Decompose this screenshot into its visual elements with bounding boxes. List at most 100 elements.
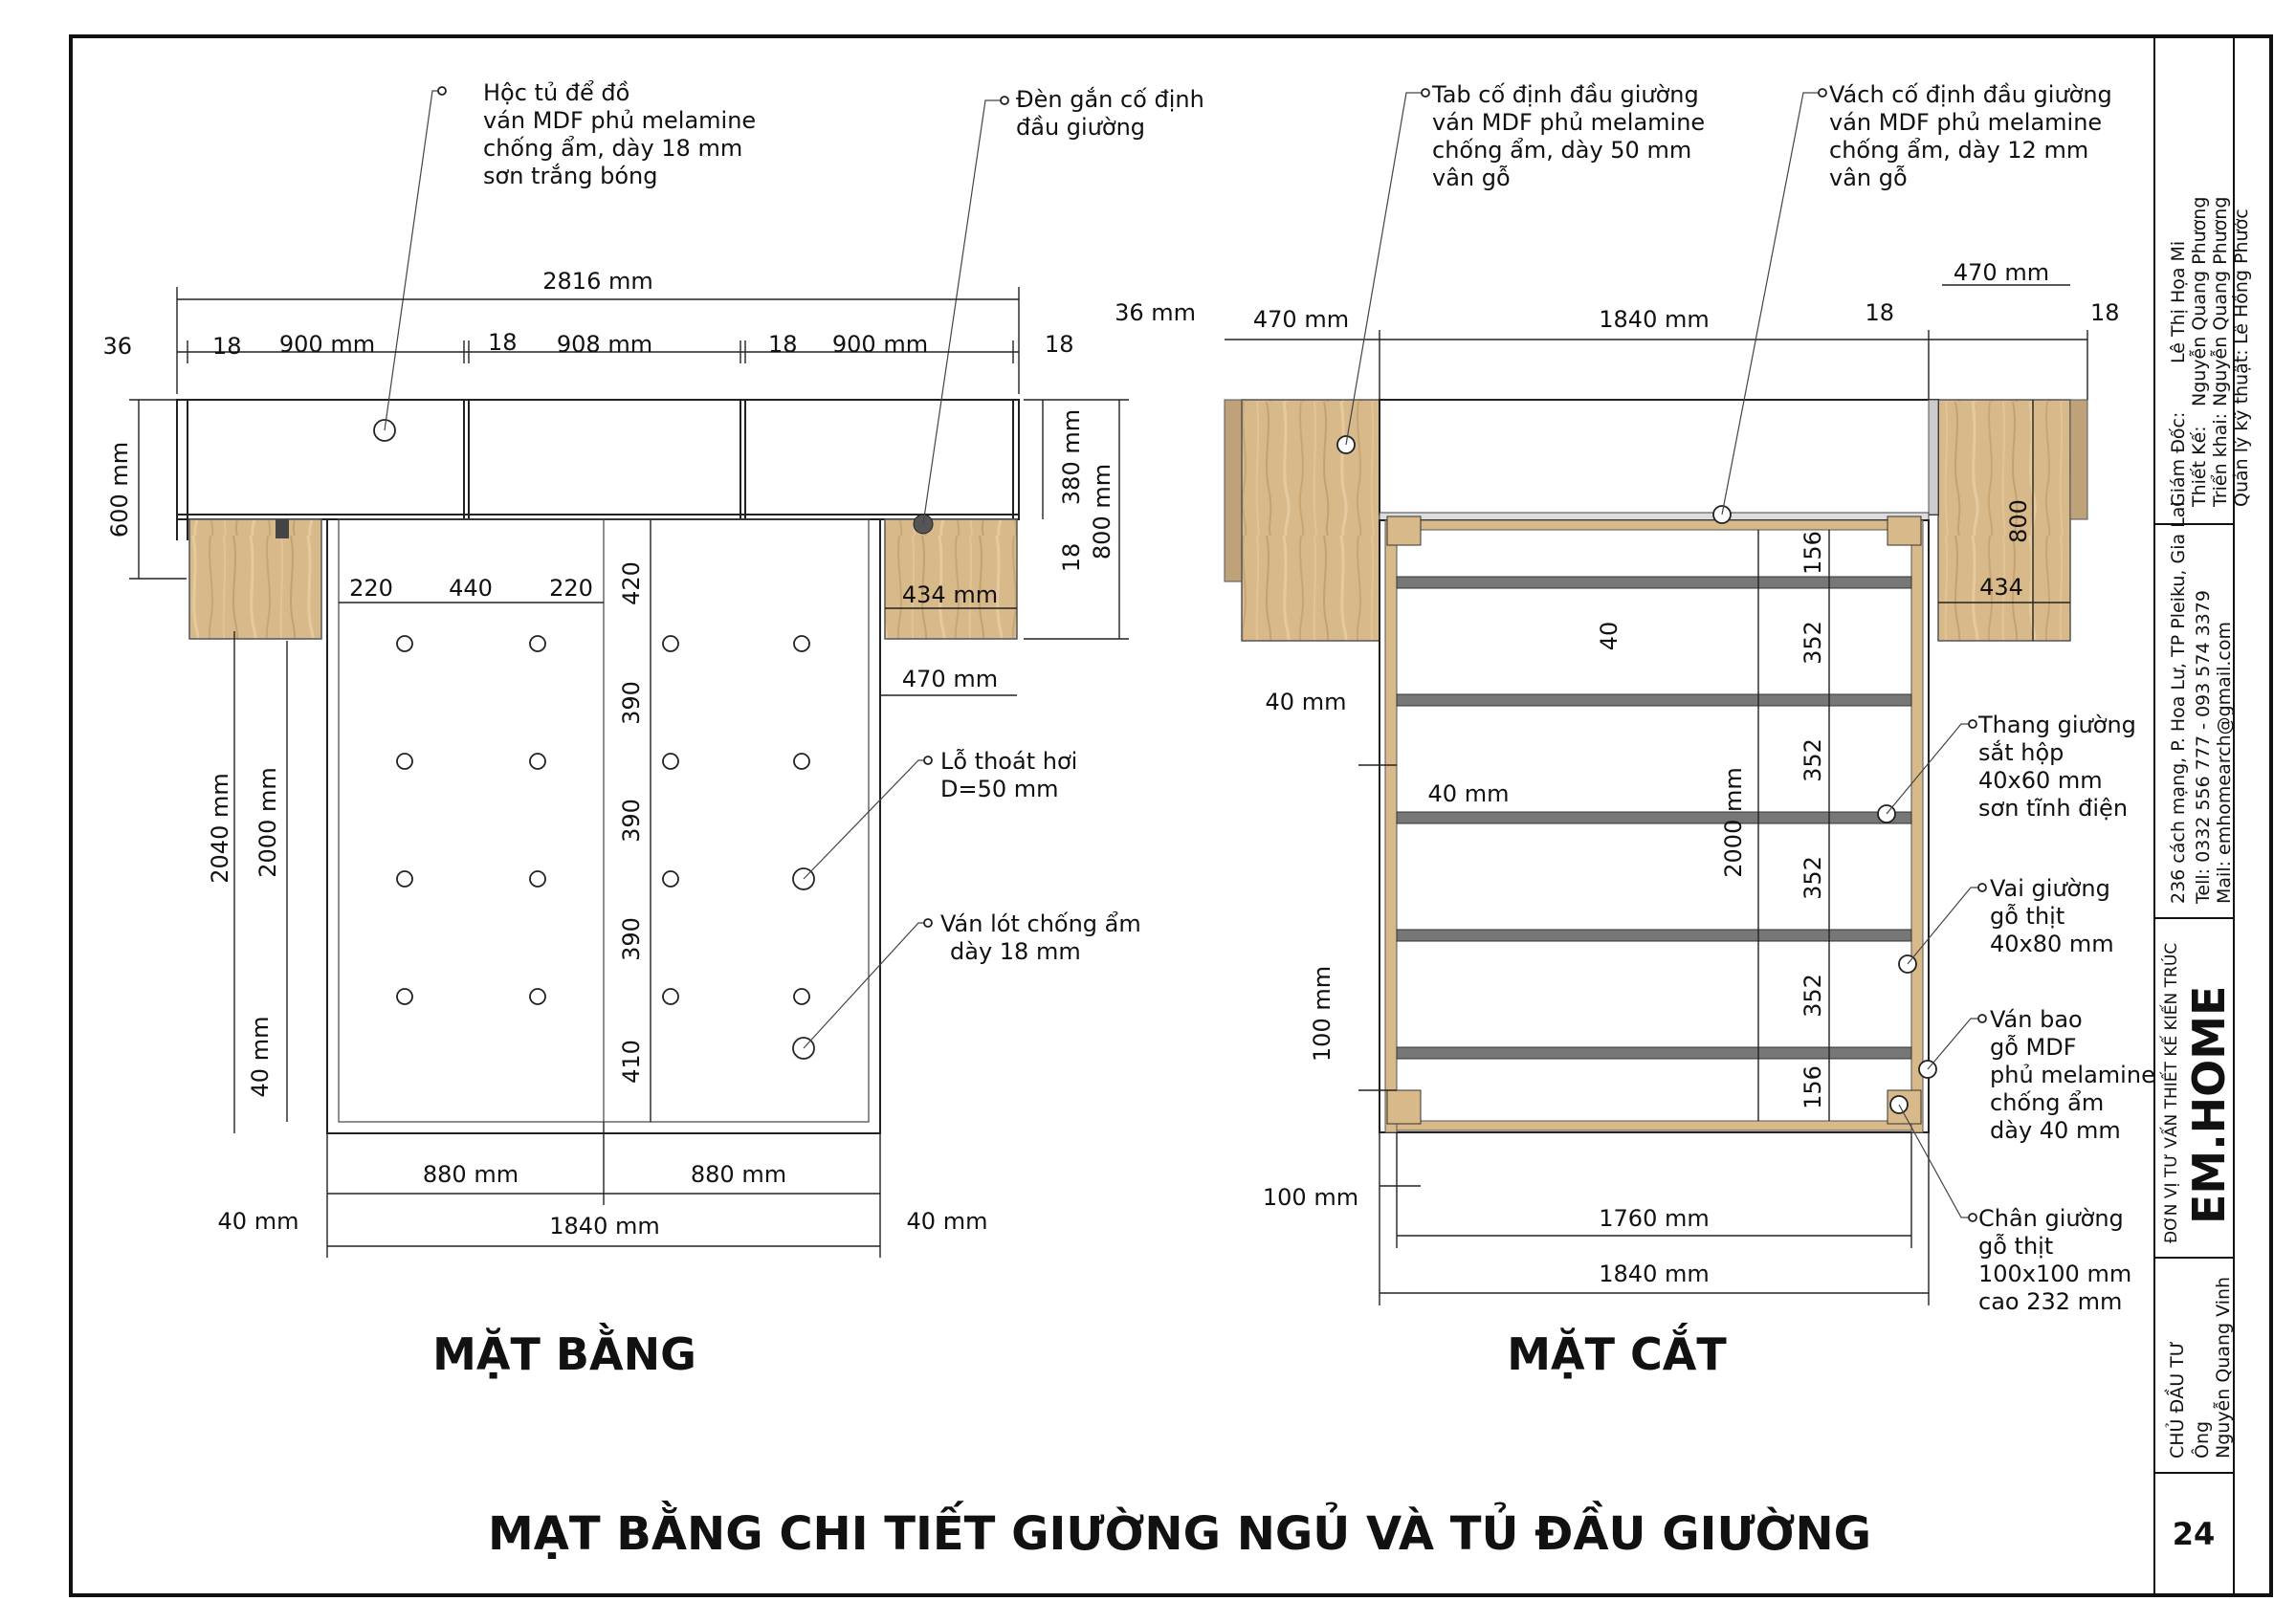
section-dim-1840: 1840 mm [1599, 306, 1709, 333]
plan-dim-470: 470 mm [902, 666, 998, 692]
plan-dim-1840: 1840 mm [549, 1213, 659, 1239]
tb-deploy-label: Triển khai: [2210, 413, 2231, 508]
section-bed-frame [1379, 519, 1930, 1133]
svg-text:vân gỗ: vân gỗ [1432, 164, 1511, 191]
tb-tech-label: Quản lý kỹ thuật: [2231, 349, 2252, 507]
section-dim-1760: 1760 mm [1599, 1205, 1709, 1232]
section-dim-156a: 156 [1799, 531, 1826, 575]
label-vent: Lỗ thoát hơi D=50 mm [940, 747, 1077, 802]
label-frame: Ván bao gỗ MDF phủ melamine chống ẩm dày… [1990, 1006, 2155, 1144]
svg-text:Vai giường: Vai giường [1990, 875, 2110, 902]
svg-text:Vách cố định đầu giường: Vách cố định đầu giường [1829, 81, 2112, 108]
label-cabinet: Hộc tủ để đồ ván MDF phủ melamine chống … [483, 79, 756, 189]
svg-text:D=50 mm: D=50 mm [940, 776, 1059, 802]
section-dim-1840b: 1840 mm [1599, 1261, 1709, 1287]
svg-text:vân gỗ: vân gỗ [1829, 164, 1908, 191]
section-headboard [1379, 399, 1939, 515]
tb-unit: ĐƠN VỊ TƯ VẤN THIẾT KẾ KIẾN TRÚC [2158, 943, 2181, 1243]
svg-text:đầu giường: đầu giường [1016, 114, 1145, 141]
svg-text:100x100 mm: 100x100 mm [1978, 1261, 2131, 1287]
section-dim-156b: 156 [1799, 1065, 1826, 1109]
svg-text:Tab cố định đầu giường: Tab cố định đầu giường [1431, 81, 1699, 108]
plan-dim-18a: 18 [212, 333, 242, 360]
plan-dim-410: 410 [618, 1040, 645, 1084]
svg-text:phủ melamine: phủ melamine [1990, 1062, 2155, 1088]
section-dim-470b: 470 mm [1954, 259, 2049, 286]
section-dim-40mm-a: 40 mm [1266, 689, 1347, 715]
plan-dim-total: 2816 mm [542, 268, 652, 295]
plan-dim-220a: 220 [349, 575, 393, 602]
plan-dim-40a: 40 mm [218, 1208, 299, 1235]
section-dim-40: 40 [1596, 622, 1623, 651]
plan-dim-800: 800 mm [1089, 464, 1115, 559]
plan-dim-380: 380 mm [1058, 409, 1085, 505]
plan-dim-18d: 18 [1045, 331, 1074, 358]
section-dim-100h: 100 mm [1263, 1184, 1358, 1211]
section-dim-40mm-b: 40 mm [1428, 780, 1510, 807]
section-dim-800: 800 [2005, 499, 2032, 543]
leg-bottom-left [1386, 1089, 1422, 1125]
section-dim-18a: 18 [1865, 299, 1894, 326]
tb-director-label: Giám Đốc: [2168, 412, 2189, 507]
svg-text:chống ẩm: chống ẩm [1990, 1089, 2104, 1116]
lamp-left-icon [276, 519, 289, 538]
section-dim-18b: 18 [2090, 299, 2120, 326]
svg-text:Ván lót chống ẩm: Ván lót chống ẩm [940, 910, 1141, 937]
main-title: MẠT BẰNG CHI TIẾT GIƯỜNG NGỦ VÀ TỦ ĐẦU G… [488, 1501, 1871, 1561]
label-lamp: Đèn gắn cố định đầu giường [1016, 85, 1204, 141]
svg-text:Đèn gắn cố định: Đèn gắn cố định [1016, 85, 1204, 113]
tb-deploy: Nguyễn Quang Phương [2209, 197, 2231, 406]
label-shoulder: Vai giường gỗ thịt 40x80 mm [1990, 875, 2114, 957]
section-nightstand-right [1937, 399, 2071, 642]
svg-text:chống ẩm, dày 12 mm: chống ẩm, dày 12 mm [1829, 137, 2088, 164]
section-dim-470a: 470 mm [1253, 306, 1349, 333]
svg-text:Lỗ thoát hơi: Lỗ thoát hơi [940, 747, 1077, 775]
svg-text:40x80 mm: 40x80 mm [1990, 931, 2114, 957]
tb-investor-title: Ông [2190, 1421, 2213, 1459]
plan-dim-600: 600 mm [106, 442, 133, 537]
section-dim-100v: 100 mm [1309, 966, 1336, 1062]
tb-address: 236 cách mạng, P. Hoa Lư, TP Pleiku, Gia… [2168, 501, 2189, 904]
plan-dim-390a: 390 [618, 681, 645, 725]
svg-text:Thang giường: Thang giường [1977, 712, 2136, 738]
section-dim-352c: 352 [1799, 856, 1826, 900]
plan-dim-220b: 220 [549, 575, 593, 602]
plan-dim-2000: 2000 mm [254, 767, 281, 877]
plan-dim-2040: 2040 mm [207, 773, 233, 883]
tb-investor-label: CHỦ ĐẦU TƯ [2164, 1341, 2188, 1459]
svg-text:sơn trắng bóng: sơn trắng bóng [483, 162, 657, 189]
label-ladder: Thang giường sắt hộp 40x60 mm sơn tĩnh đ… [1977, 712, 2136, 822]
tb-designer: Nguyễn Quang Phương [2188, 197, 2210, 406]
label-leg: Chân giường gỗ thịt 100x100 mm cao 232 m… [1978, 1205, 2131, 1315]
plan-dim-908: 908 mm [557, 331, 652, 358]
section-dim-434: 434 [1979, 574, 2023, 601]
plan-dim-18b: 18 [488, 329, 518, 356]
label-tab: Tab cố định đầu giường ván MDF phủ melam… [1431, 81, 1705, 191]
tb-tel: Tell: 0332 556 777 - 093 574 3379 [2193, 590, 2214, 905]
section-nightstand-left [1241, 399, 1380, 642]
section-view: 36 mm 470 mm 1840 mm 18 470 mm 18 800 43… [1115, 81, 2155, 1380]
leg-top-right [1887, 515, 1922, 546]
vent-holes [396, 635, 815, 1060]
svg-text:dày 40 mm: dày 40 mm [1990, 1117, 2121, 1144]
leg-top-left [1386, 515, 1422, 546]
sheet-border [69, 34, 2273, 1597]
section-dim-2000: 2000 mm [1720, 767, 1747, 877]
plan-dim-36: 36 [102, 333, 132, 360]
svg-text:gỗ MDF: gỗ MDF [1990, 1033, 2077, 1061]
svg-text:gỗ thịt: gỗ thịt [1990, 902, 2064, 930]
headboard-cabinet [176, 399, 1020, 520]
nightstand-right [884, 518, 1018, 640]
svg-text:chống ẩm, dày 50 mm: chống ẩm, dày 50 mm [1432, 137, 1691, 164]
svg-text:Hộc tủ để đồ: Hộc tủ để đồ [483, 79, 629, 106]
svg-text:ván MDF phủ melamine: ván MDF phủ melamine [1829, 109, 2102, 136]
plan-dim-900b: 900 mm [832, 331, 928, 358]
tb-brand: EM.HOME [2183, 986, 2235, 1224]
tb-designer-label: Thiết Kế: [2189, 426, 2210, 508]
title-block: Giám Đốc: Lê Thị Họa Mi Thiết Kế: Nguyễn… [2158, 197, 2252, 1552]
svg-text:cao 232 mm: cao 232 mm [1978, 1288, 2122, 1315]
plan-dim-420: 420 [618, 561, 645, 605]
plan-dim-440: 440 [449, 575, 493, 602]
svg-text:sơn tĩnh điện: sơn tĩnh điện [1978, 795, 2128, 822]
